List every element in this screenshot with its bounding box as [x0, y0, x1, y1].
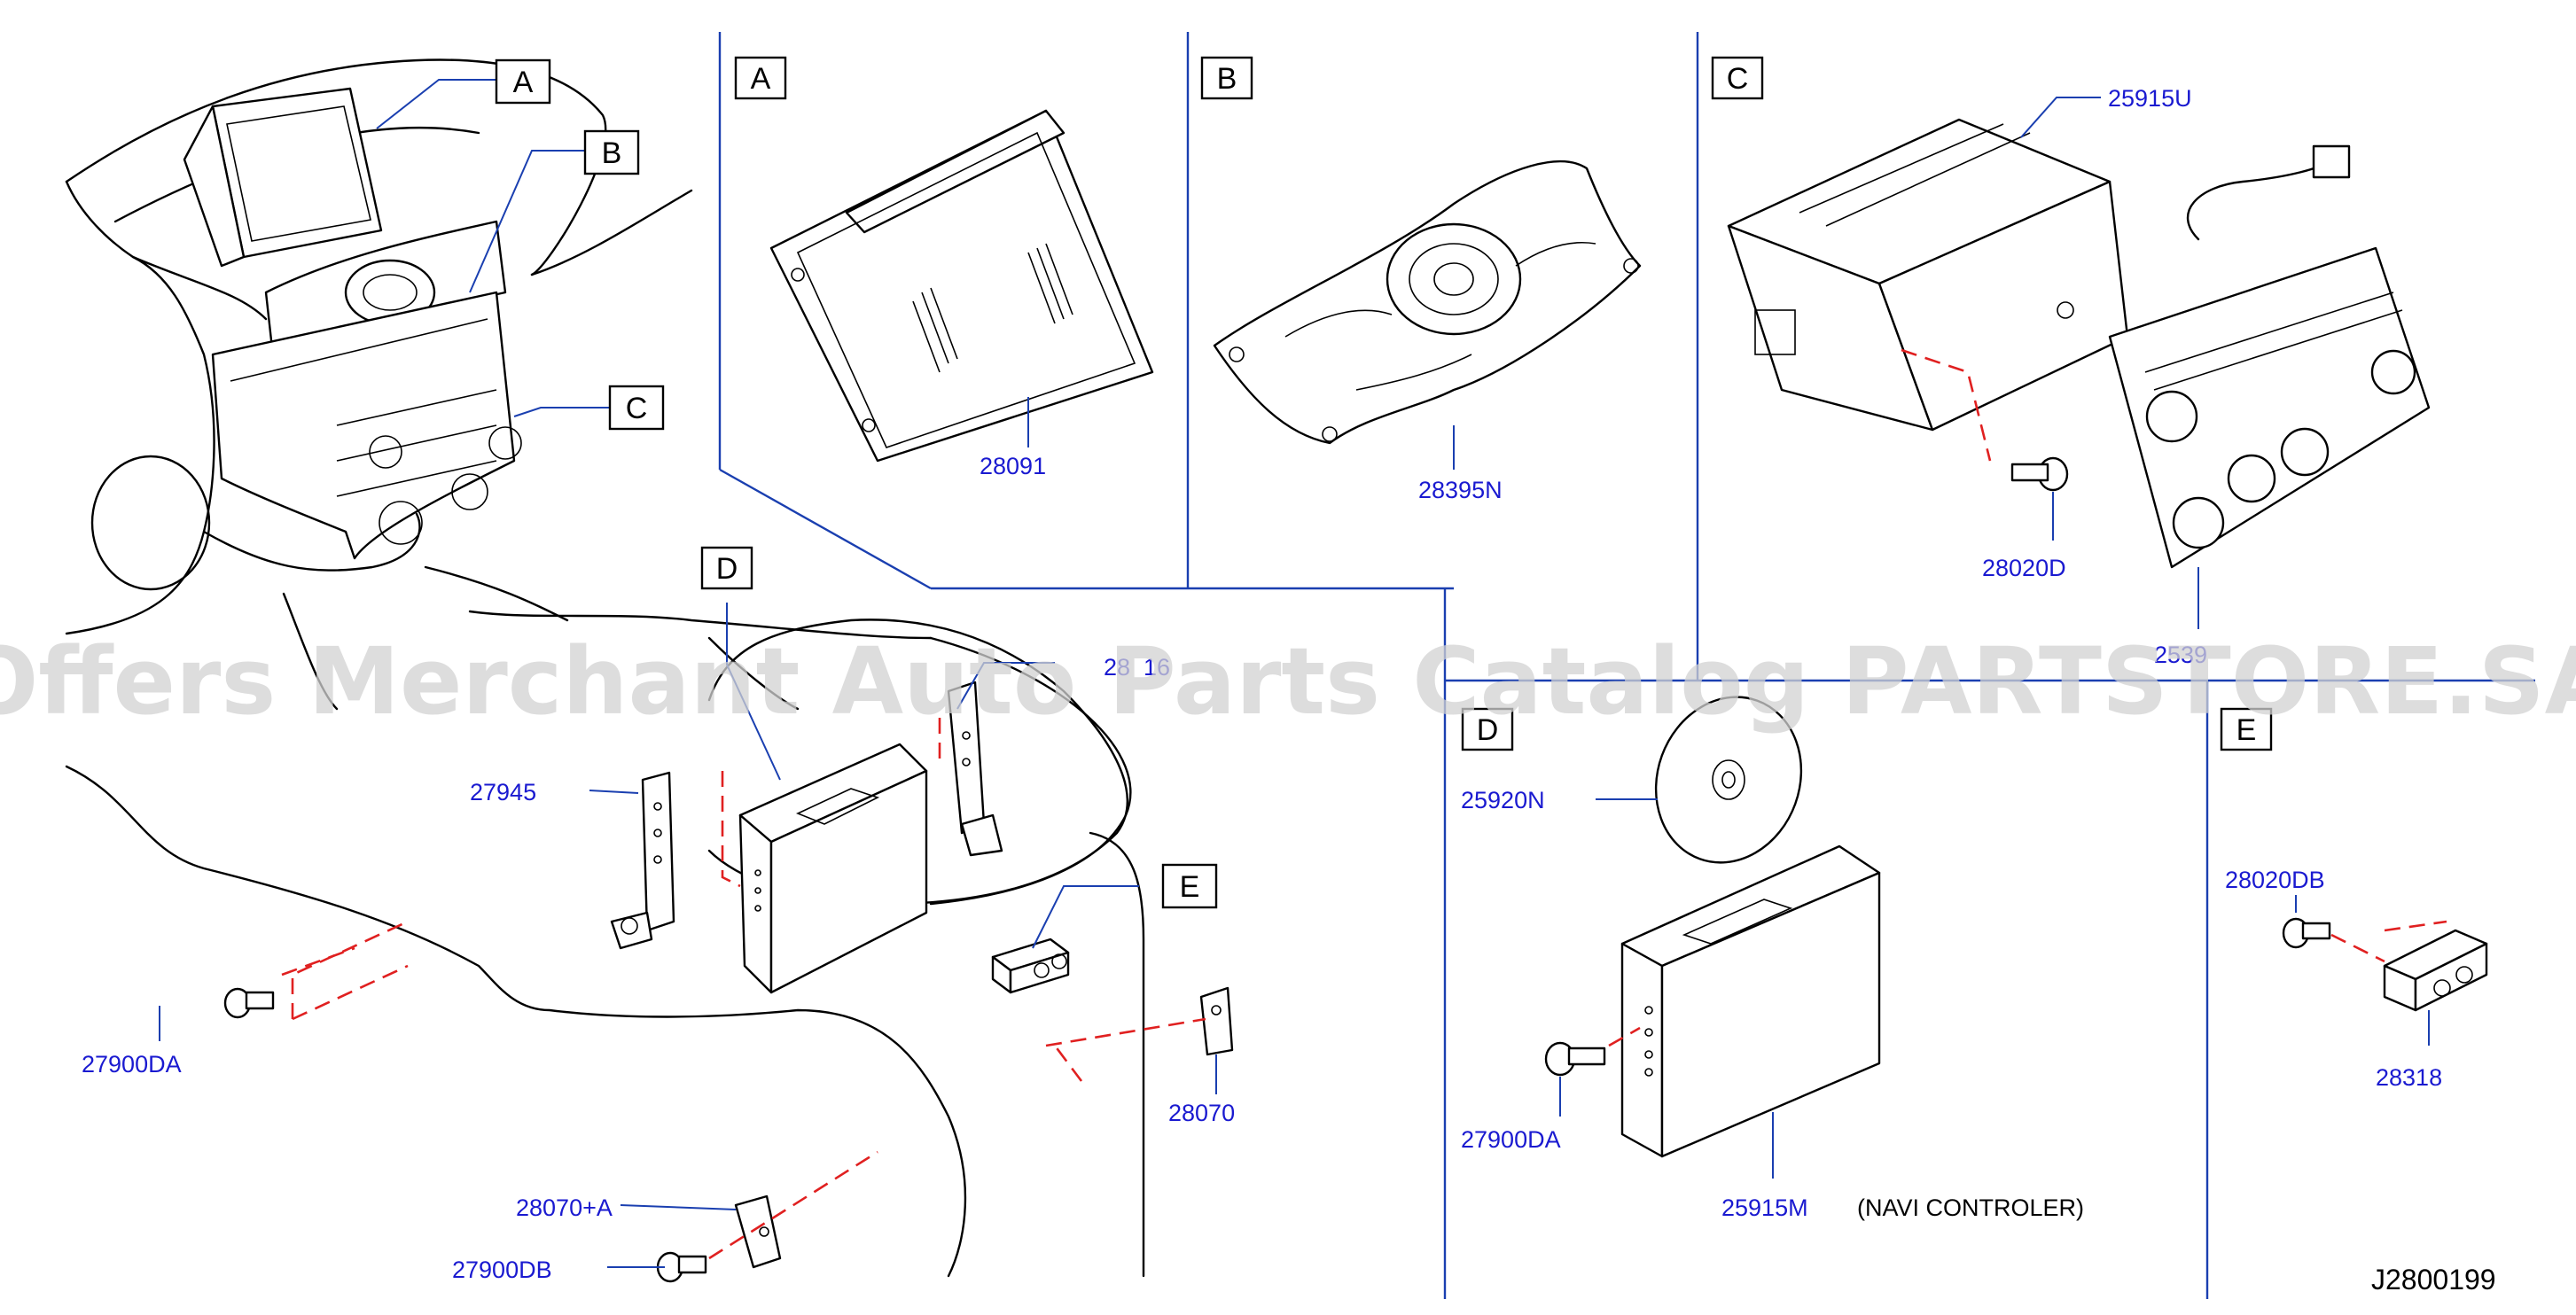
svg-text:D: D — [716, 552, 738, 586]
svg-text:A: A — [751, 62, 771, 96]
section-box-panel-b: B — [1200, 56, 1253, 100]
part-label-25915u: 25915U — [2108, 85, 2192, 112]
part-label-25920n: 25920N — [1461, 787, 1545, 813]
svg-text:A: A — [513, 66, 534, 99]
panel-c-audio — [1727, 118, 2431, 569]
diagram-reference-code: J2800199 — [2371, 1264, 2496, 1296]
part-label-27900da-d: 27900DA — [1461, 1126, 1561, 1153]
section-box-overview-d: D — [700, 546, 753, 590]
section-box-panel-e: E — [2220, 707, 2273, 751]
part-label-28395n: 28395N — [1418, 477, 1503, 503]
part-label-27900da-left: 27900DA — [82, 1051, 182, 1078]
dashboard-overview — [65, 58, 1145, 1278]
section-box-overview-c: C — [608, 385, 665, 431]
panel-b-finisher — [1213, 160, 1642, 445]
section-box-panel-a: A — [734, 56, 787, 100]
part-label-25915m: 25915M — [1721, 1194, 1808, 1221]
leader-lines — [159, 79, 2430, 1268]
navi-controller-note: (NAVI CONTROLER) — [1857, 1194, 2084, 1221]
section-box-overview-e: E — [1161, 863, 1218, 909]
part-label-28020d: 28020D — [1982, 555, 2066, 581]
svg-text:E: E — [2236, 713, 2257, 747]
watermark-text: Offers Merchant Auto Parts Catalog PARTS… — [0, 627, 2576, 735]
section-box-panel-d: D — [1461, 707, 1514, 751]
part-label-28070a: 28070+A — [516, 1194, 613, 1221]
panel-d-navi — [1544, 696, 1881, 1158]
part-label-2539: 2539 — [2154, 642, 2207, 668]
svg-text:B: B — [602, 136, 622, 170]
svg-text:C: C — [626, 392, 648, 425]
console-overview — [223, 619, 1234, 1283]
part-label-28318: 28318 — [2376, 1064, 2442, 1091]
panel-dividers — [718, 32, 2535, 1299]
part-label-28-top-suffix: 16 — [1144, 654, 1170, 681]
section-box-panel-c: C — [1711, 56, 1764, 100]
part-label-28020db: 28020DB — [2225, 867, 2325, 893]
section-box-overview-b: B — [583, 129, 640, 175]
svg-text:D: D — [1477, 713, 1499, 747]
part-label-28-top: 28 — [1104, 654, 1130, 681]
part-label-27945: 27945 — [470, 779, 536, 805]
panel-e-amp — [2282, 917, 2488, 1012]
svg-text:C: C — [1727, 62, 1749, 96]
panel-a-display — [769, 109, 1154, 463]
section-box-overview-a: A — [495, 58, 551, 105]
part-label-28091: 28091 — [980, 453, 1046, 479]
part-label-27900db: 27900DB — [452, 1257, 552, 1283]
svg-text:E: E — [1180, 870, 1200, 904]
svg-text:B: B — [1217, 62, 1237, 96]
part-label-28070: 28070 — [1168, 1100, 1235, 1126]
